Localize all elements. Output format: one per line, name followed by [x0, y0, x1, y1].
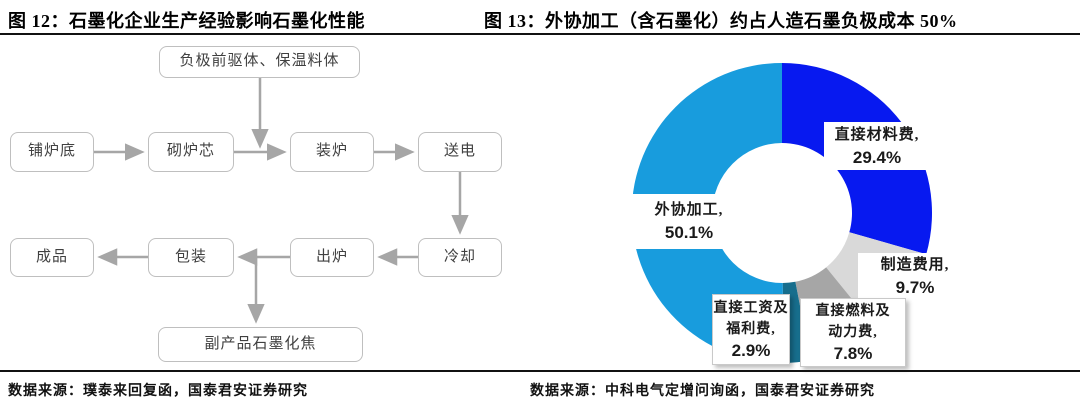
pie-label-direct-material: 直接材料费, 29.4% [824, 122, 930, 170]
pie-label-text: 外协加工, [654, 202, 724, 218]
pie-label-direct-fuel-power: 直接燃料及 动力费, 7.8% [800, 298, 906, 367]
fig13-title: 图 13：外协加工（含石墨化）约占人造石墨负极成本 50% [484, 11, 958, 31]
fig12-source: 数据来源：璞泰来回复函，国泰君安证券研究 [8, 384, 308, 399]
source-footer-row: 数据来源：璞泰来回复函，国泰君安证券研究 数据来源：中科电气定增问询函，国泰君安… [0, 370, 1080, 402]
flowchart-connectors [94, 78, 469, 324]
flow-box-load-furnace: 装炉 [290, 132, 374, 172]
pie-label-text: 直接材料费, [834, 126, 920, 143]
flow-box-build-furnace-core: 砌炉芯 [148, 132, 234, 172]
pie-label-text: 动力费, [828, 324, 878, 340]
pie-label-value: 29.4% [852, 147, 902, 167]
flow-box-byproduct-graphitized-coke: 副产品石墨化焦 [158, 327, 363, 362]
pie-label-outsourcing: 外协加工, 50.1% [630, 194, 748, 249]
pie-label-value: 9.7% [895, 278, 935, 297]
fig13-source: 数据来源：中科电气定增问询函，国泰君安证券研究 [530, 384, 875, 399]
pie-label-text: 直接工资及 [713, 300, 789, 316]
flow-box-lay-furnace-bottom: 铺炉底 [10, 132, 94, 172]
figure-header-row: 图 12：石墨化企业生产经验影响石墨化性能 图 13：外协加工（含石墨化）约占人… [0, 0, 1080, 35]
flow-box-power-on: 送电 [418, 132, 502, 172]
fig12-title: 图 12：石墨化企业生产经验影响石墨化性能 [8, 11, 365, 31]
pie-label-text: 直接燃料及 [815, 303, 891, 319]
pie-label-value: 2.9% [731, 340, 771, 360]
flow-box-unload-furnace: 出炉 [290, 238, 374, 277]
fig12-flowchart-panel: 负极前驱体、保温料体 铺炉底 砌炉芯 装炉 送电 成品 包装 出炉 冷却 副产品… [0, 45, 540, 370]
flow-box-cooling: 冷却 [418, 238, 502, 277]
flow-box-finished-product: 成品 [10, 238, 94, 277]
flow-box-packaging: 包装 [148, 238, 234, 277]
flow-box-precursor: 负极前驱体、保温料体 [159, 46, 360, 78]
pie-label-value: 7.8% [833, 343, 873, 363]
pie-label-manufacturing-cost: 制造费用, 9.7% [858, 253, 972, 300]
pie-label-text: 制造费用, [880, 257, 950, 273]
pie-label-value: 50.1% [664, 223, 714, 242]
fig13-donut-panel: 直接材料费, 29.4% 外协加工, 50.1% 制造费用, 9.7% 直接工资… [540, 45, 1080, 370]
pie-label-direct-wages: 直接工资及 福利费, 2.9% [712, 294, 790, 365]
pie-label-text: 福利费, [726, 321, 776, 337]
